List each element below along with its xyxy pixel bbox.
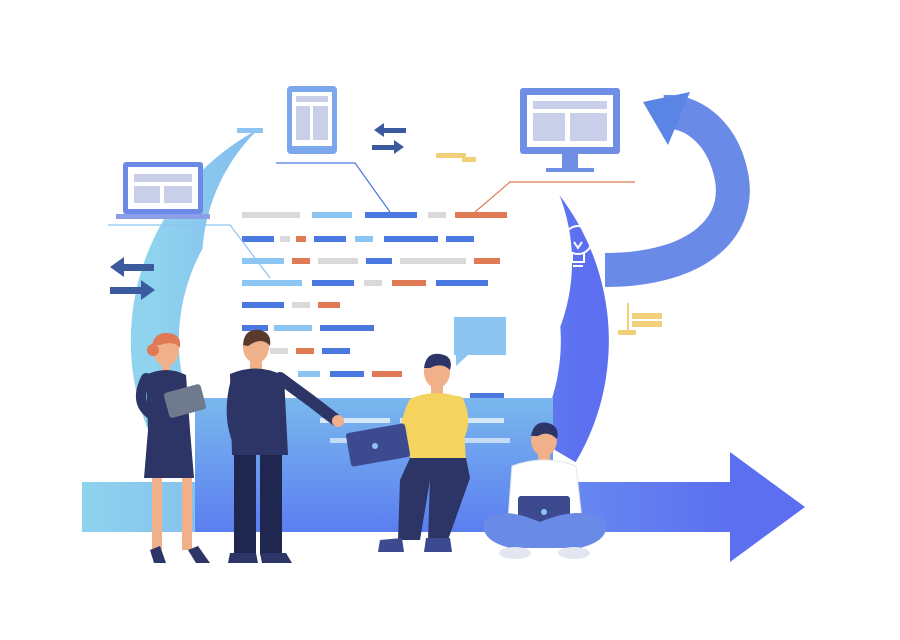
swap-arrows-icon bbox=[372, 123, 406, 154]
laptop-icon bbox=[116, 162, 210, 219]
man-with-laptop-seated bbox=[345, 353, 470, 552]
tablet-icon bbox=[237, 86, 337, 154]
bar-chart-icon bbox=[618, 303, 662, 335]
man-sitting-cross-legged bbox=[483, 422, 607, 559]
connector-lines bbox=[108, 162, 635, 279]
lightbulb-icon bbox=[563, 225, 593, 267]
monitor-icon bbox=[520, 88, 620, 172]
code-lines bbox=[242, 212, 507, 377]
swap-arrows-icon bbox=[110, 257, 155, 300]
bar-chart-icon bbox=[436, 153, 476, 162]
man-pointing bbox=[226, 329, 344, 563]
speech-bubble-icon bbox=[454, 317, 506, 366]
woman-with-tablet bbox=[136, 332, 210, 563]
